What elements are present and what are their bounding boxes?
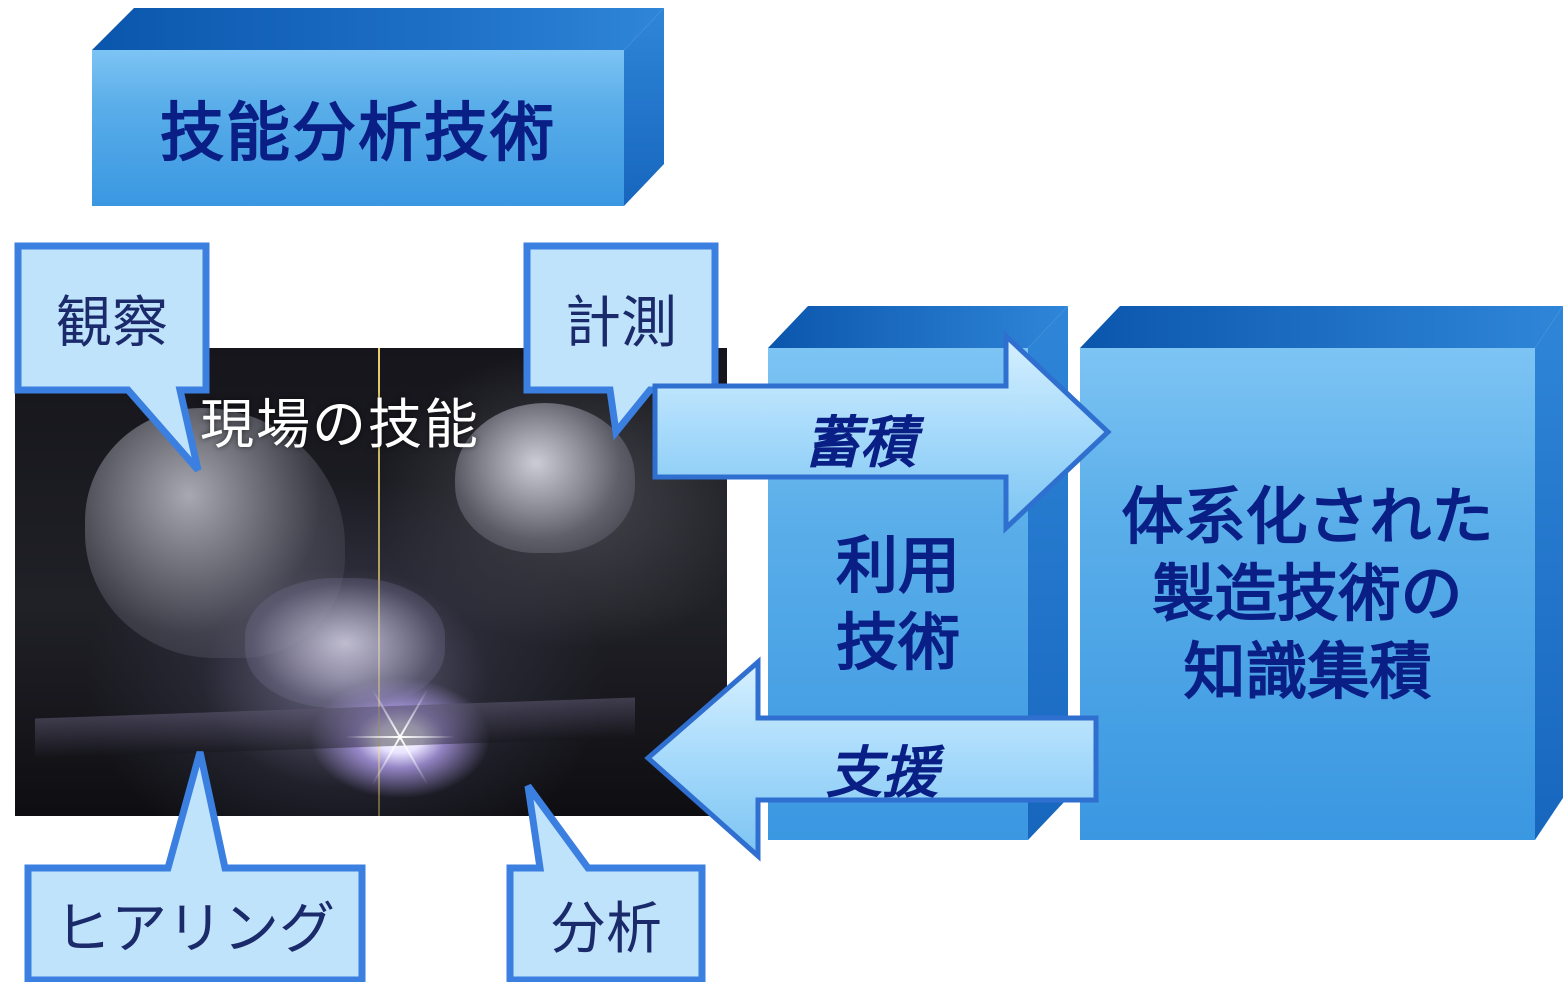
support-arrow-label: 支援 xyxy=(826,741,938,806)
knowledge-box-top-face xyxy=(1080,306,1563,348)
knowledge-line1: 体系化された xyxy=(1121,479,1494,553)
diagram-title: 技能分析技術 xyxy=(160,97,556,171)
knowledge-line2: 製造技術の xyxy=(1152,557,1463,631)
title-box-top-face xyxy=(92,8,664,50)
knowledge-box-front: 体系化された 製造技術の 知識集積 xyxy=(1080,348,1535,840)
utilization-box-top-face xyxy=(768,306,1068,348)
callout-analysis-text: 分析 xyxy=(550,896,662,962)
accumulate-arrow-right xyxy=(652,330,1112,534)
accumulate-arrow-label: 蓄積 xyxy=(804,411,916,476)
knowledge-accumulation-box: 体系化された 製造技術の 知識集積 xyxy=(1080,306,1563,840)
support-arrow-left xyxy=(644,656,1099,862)
utilization-line1: 利用 xyxy=(835,528,960,602)
utilization-line2: 技術 xyxy=(835,606,960,679)
photo-worker-glove xyxy=(245,578,445,708)
callout-observation-text: 観察 xyxy=(56,290,168,356)
callout-hearing-text: ヒアリング xyxy=(55,896,335,962)
welding-photo xyxy=(15,348,727,816)
photo-label: 現場の技能 xyxy=(200,393,480,456)
callout-measurement-text: 計測 xyxy=(565,290,677,356)
title-box: 技能分析技術 xyxy=(92,8,664,206)
knowledge-box-side-face xyxy=(1535,306,1563,840)
title-box-front: 技能分析技術 xyxy=(92,50,624,206)
knowledge-line3: 知識集積 xyxy=(1183,634,1432,708)
